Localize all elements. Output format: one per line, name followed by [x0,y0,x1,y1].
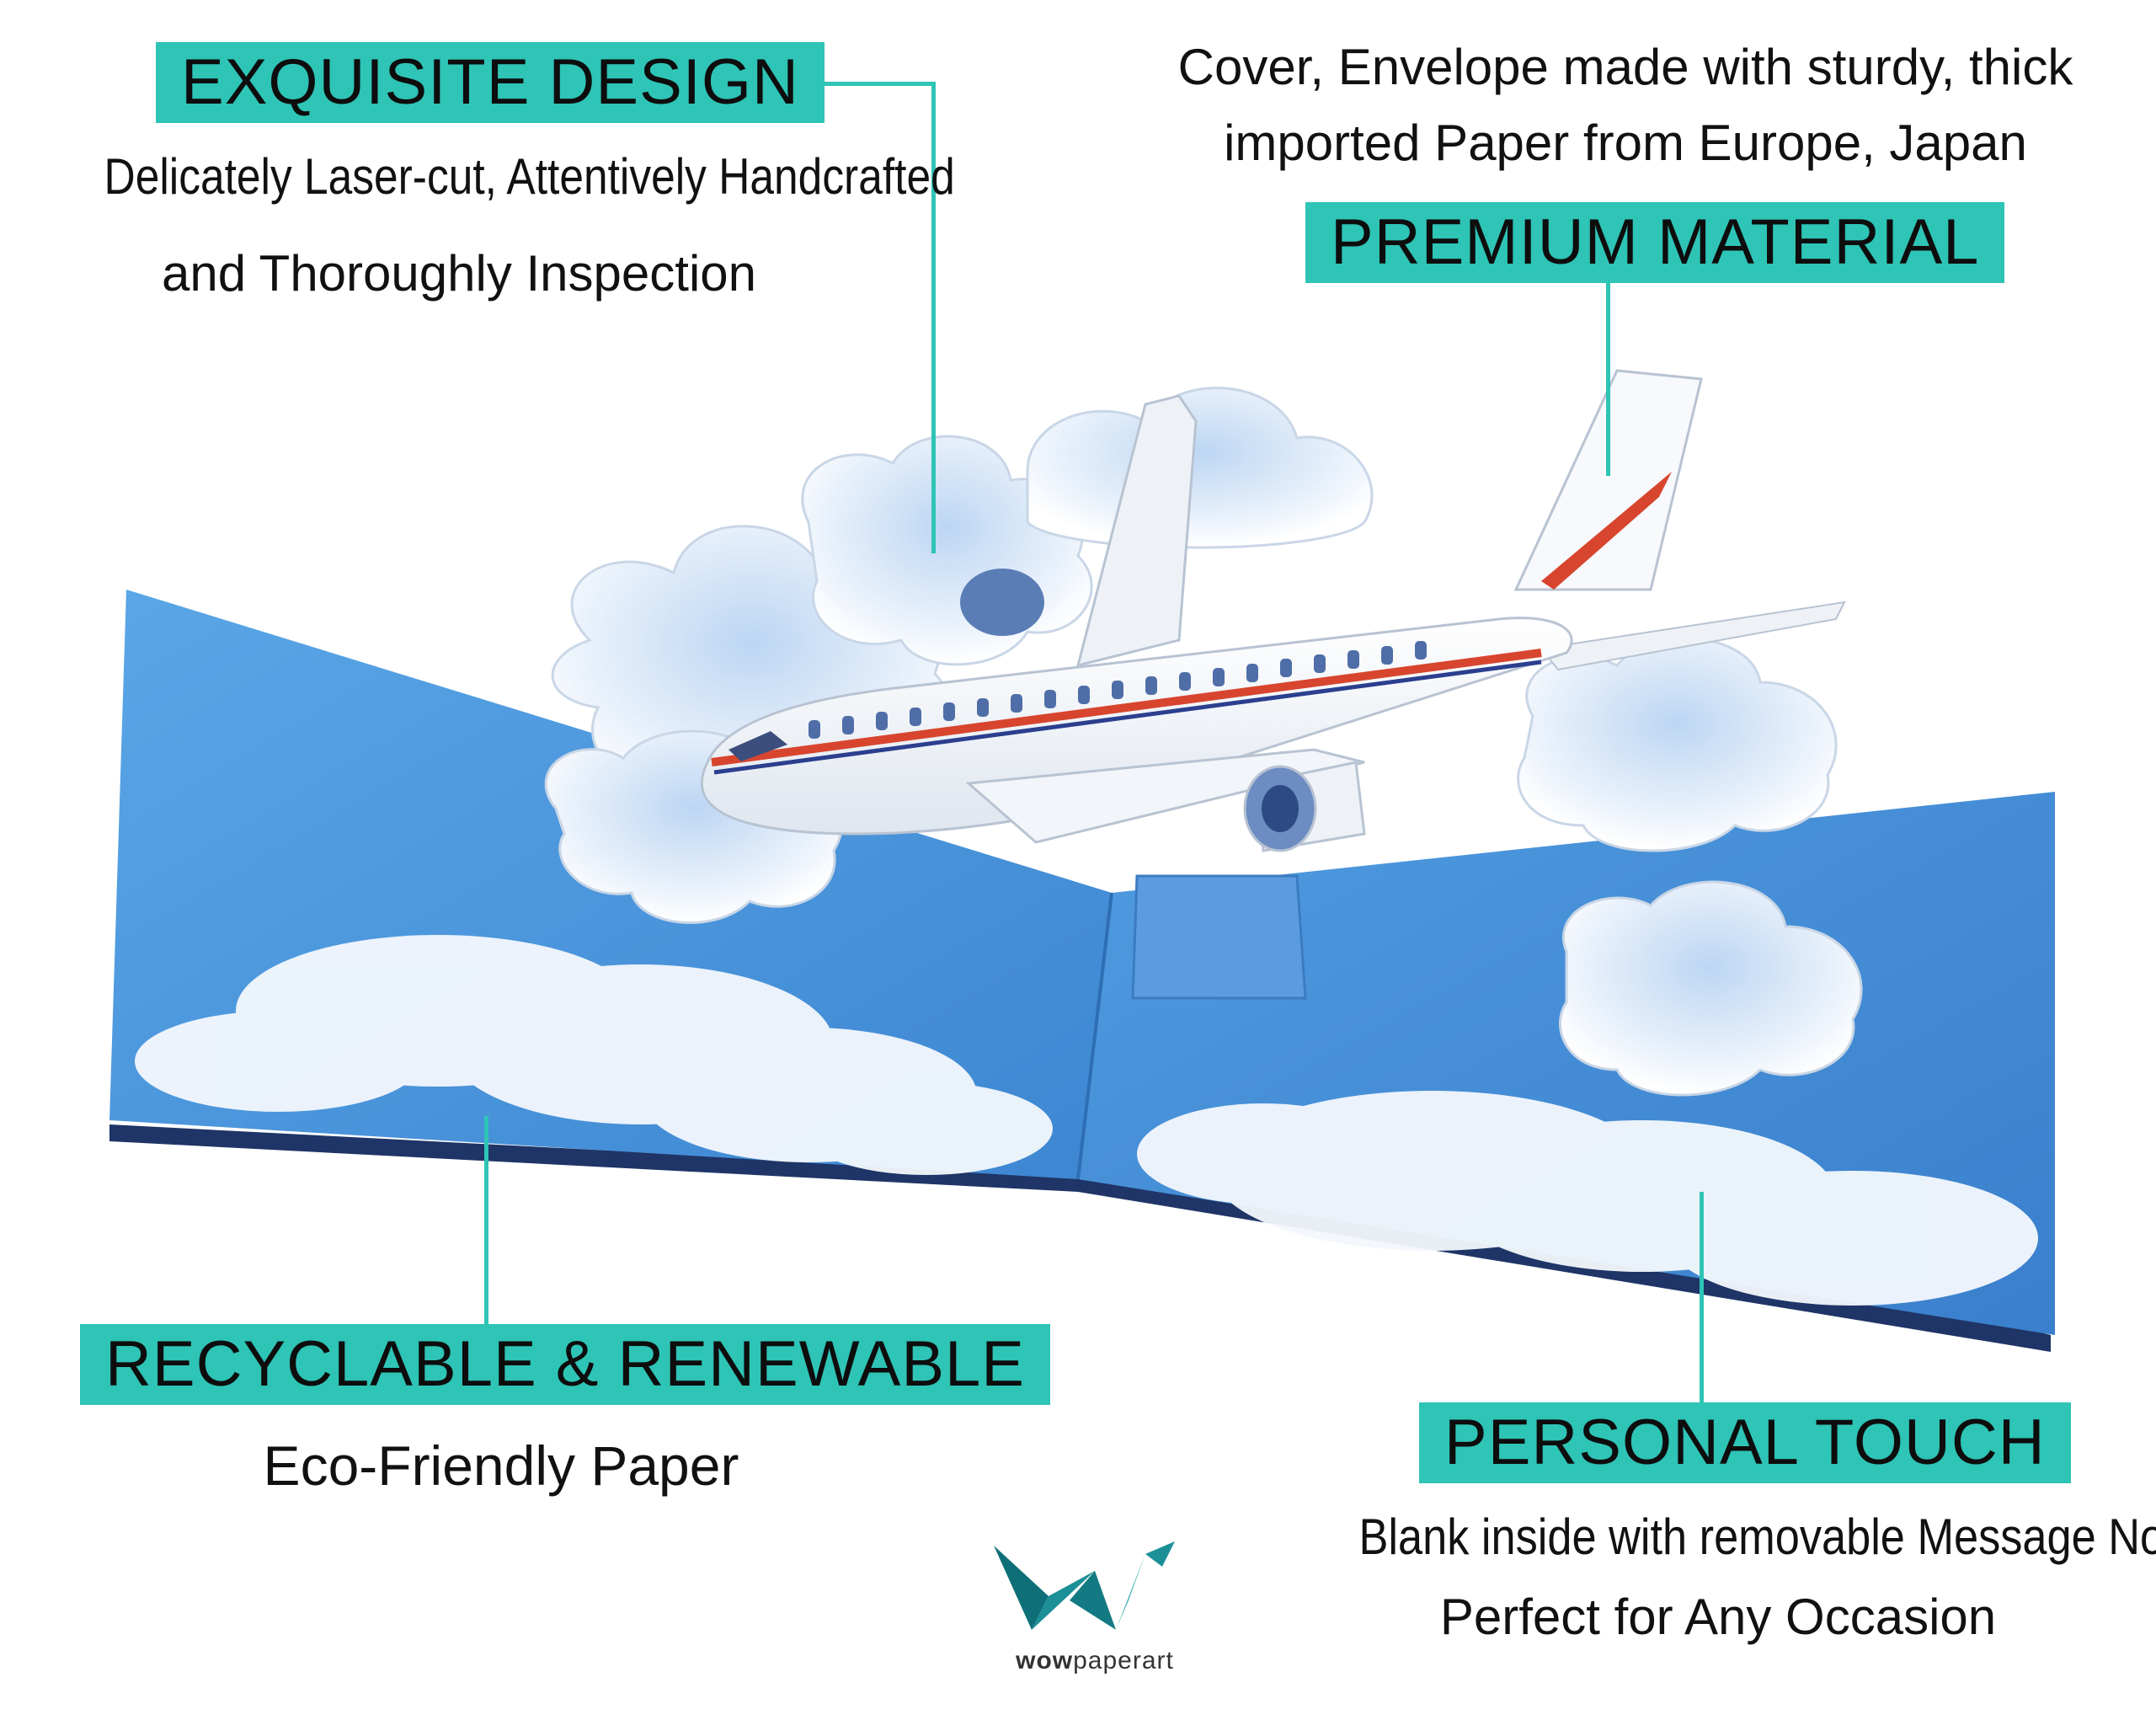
card-spine [1076,892,1113,1180]
printed-clouds-left [135,935,1053,1175]
exquisite-design-line2: and Thoroughly Inspection [161,245,757,302]
brand-logo: wowpaperart [969,1520,1221,1689]
premium-material-tag: PREMIUM MATERIAL [1305,202,2005,283]
leader-line-material-v [1606,282,1610,476]
personal-touch-tag: PERSONAL TOUCH [1419,1402,2071,1483]
exquisite-design-tag: EXQUISITE DESIGN [156,42,825,123]
personal-touch-line2: Perfect for Any Occasion [1439,1589,1997,1645]
recyclable-renewable-tag: RECYCLABLE & RENEWABLE [80,1324,1050,1405]
leader-line-design-h [779,82,935,86]
airplane-model [700,369,1846,852]
popup-stand [1131,874,1307,1000]
exquisite-design-line1: Delicately Laser-cut, Attentively Handcr… [104,148,955,205]
printed-clouds-right [1137,1091,2038,1306]
brand-name: wowpaperart [969,1647,1221,1675]
origami-crane-w-logo-icon [994,1541,1175,1630]
leader-line-personal-v [1700,1192,1704,1402]
leader-line-design-v [931,82,936,553]
premium-material-line2: imported Paper from Europe, Japan [1224,115,2027,171]
recyclable-renewable-line1: Eco-Friendly Paper [263,1434,739,1497]
brand-name-bold: wow [1016,1647,1074,1674]
personal-touch-line1: Blank inside with removable Message Note [1358,1509,2156,1565]
brand-name-rest: paperart [1073,1647,1174,1674]
leader-line-recyclable-v [484,1116,488,1327]
premium-material-line1: Cover, Envelope made with sturdy, thick [1177,39,2073,95]
